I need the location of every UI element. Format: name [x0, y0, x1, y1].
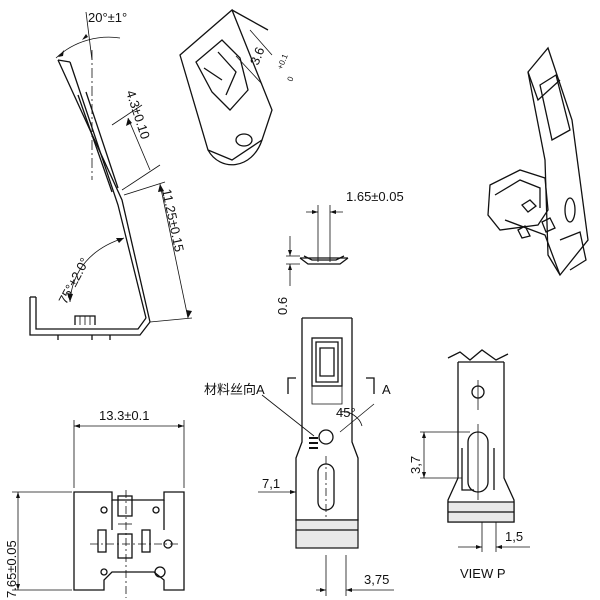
dim-11-25-label: 11.25±0.15 — [159, 188, 187, 254]
dim-3-6-label: 3.6 — [247, 45, 268, 67]
dim-13-3-label: 13.3±0.1 — [99, 408, 150, 423]
angle-75-label: 75°±2.0° — [55, 255, 92, 306]
grain-direction-label: 材料丝向A — [204, 382, 265, 397]
dim-3-6-tol-plus: +0.1 — [276, 52, 290, 71]
dim-1-65-label: 1.65±0.05 — [346, 189, 404, 204]
tab-detail-perspective: 3.6 +0.1 0 — [179, 8, 296, 166]
dim-3-6-tol-minus: 0 — [286, 75, 296, 83]
view-p-label: VIEW P — [460, 566, 506, 581]
view-p: 3,7 1,5 VIEW P — [408, 349, 530, 581]
section-a-label: A — [382, 382, 391, 397]
dim-7-1-label: 7,1 — [262, 476, 280, 491]
isometric-3d-view — [487, 46, 589, 277]
angle-20-label: 20°±1° — [88, 10, 127, 25]
dim-3-7-label: 3,7 — [408, 456, 423, 474]
dim-7-65-label: 7.65±0.05 — [4, 540, 19, 598]
bottom-view: 13.3±0.1 7.65±0.05 — [4, 408, 185, 598]
dim-3-75-label: 3,75 — [364, 572, 389, 587]
angle-45-label: 45° — [336, 405, 356, 420]
thickness-detail: 1.65±0.05 0.6 — [275, 189, 404, 315]
front-view: 材料丝向A A 45° 7,1 3,75 — [204, 317, 394, 596]
side-profile-view: 20°±1° 4.3±0.10 11.25±0.15 75°±2.0° — [29, 10, 193, 340]
dim-1-5-label: 1,5 — [505, 529, 523, 544]
dim-0-6-label: 0.6 — [275, 297, 290, 315]
